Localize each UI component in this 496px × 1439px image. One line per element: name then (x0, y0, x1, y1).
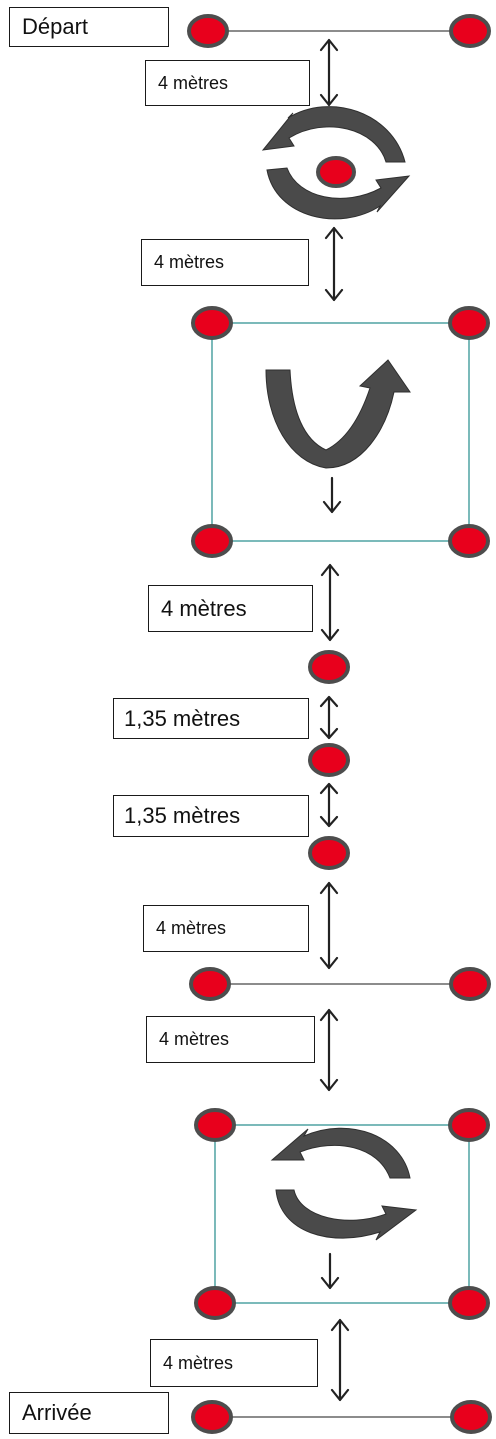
double-arrow-icon (320, 563, 340, 642)
cone (191, 524, 233, 558)
middle-gate (189, 967, 491, 1001)
rotate-360-icon (261, 106, 406, 163)
slalom-cone (308, 650, 350, 684)
double-arrow-icon (319, 782, 339, 828)
down-arrow-icon (320, 1252, 340, 1290)
full-turn-zone (194, 1108, 490, 1320)
distance-label-text: 4 mètres (163, 1352, 234, 1373)
cone (448, 524, 490, 558)
distance-label-text: 4 mètres (156, 918, 227, 938)
rotate-360-icon (270, 1127, 411, 1179)
distance-label: 4 mètres (141, 239, 309, 286)
u-turn-icon (265, 359, 411, 469)
cone (316, 156, 356, 188)
u-turn-zone (191, 306, 490, 558)
cone (448, 1108, 490, 1142)
cone (189, 967, 231, 1001)
cone (448, 306, 490, 340)
double-arrow-icon (330, 1318, 350, 1402)
distance-label: 4 mètres (145, 60, 310, 106)
cone (450, 1400, 492, 1434)
start-label: Départ (9, 7, 169, 47)
double-arrow-icon (319, 695, 339, 740)
rotate-360-icon (266, 167, 411, 220)
slalom-cone (308, 836, 350, 870)
full-turn-figure (261, 106, 411, 220)
cone (449, 967, 491, 1001)
finish-label: Arrivée (9, 1392, 169, 1434)
distance-label-text: 4 mètres (161, 595, 247, 621)
double-arrow-icon (319, 38, 339, 107)
distance-label: 4 mètres (146, 1016, 315, 1063)
slalom-cone (308, 743, 350, 777)
cone (187, 14, 229, 48)
distance-label: 4 mètres (148, 585, 313, 632)
cone (191, 1400, 233, 1434)
rotate-360-icon (275, 1189, 418, 1241)
zone-border (214, 1124, 470, 1304)
cone (194, 1108, 236, 1142)
distance-label: 1,35 mètres (113, 795, 309, 837)
start-gate (187, 14, 491, 48)
finish-label-text: Arrivée (22, 1400, 92, 1425)
distance-label-text: 4 mètres (158, 72, 229, 93)
double-arrow-icon (324, 226, 344, 302)
distance-label: 4 mètres (150, 1339, 318, 1387)
cone (449, 14, 491, 48)
zone-border (211, 322, 470, 542)
distance-label: 4 mètres (143, 905, 309, 952)
distance-label-text: 4 mètres (154, 252, 225, 272)
cone (448, 1286, 490, 1320)
start-label-text: Départ (22, 14, 89, 39)
distance-label: 1,35 mètres (113, 698, 309, 739)
cone (194, 1286, 236, 1320)
cone (191, 306, 233, 340)
double-arrow-icon (319, 1008, 339, 1092)
down-arrow-icon (322, 476, 342, 514)
distance-label-text: 4 mètres (159, 1029, 230, 1049)
double-arrow-icon (319, 881, 339, 970)
distance-label-text: 1,35 mètres (124, 803, 241, 828)
finish-gate (191, 1400, 492, 1434)
distance-label-text: 1,35 mètres (124, 705, 241, 731)
